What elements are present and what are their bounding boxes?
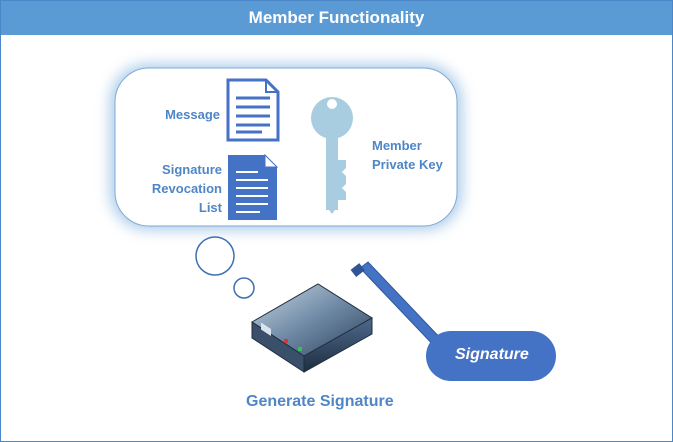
thought-bubble [114,67,458,227]
srl-label: Signature Revocation List [140,160,222,217]
thought-circle-large [195,236,235,276]
key-icon [311,97,353,214]
page-title: Member Functionality [1,1,672,35]
signature-blob [426,331,556,381]
device-icon [251,283,373,373]
srl-label-line: List [198,200,222,215]
private-key-label-line: Member [372,138,422,153]
message-label: Message [165,107,220,122]
srl-label-line: Revocation [151,181,222,196]
signature-label: Signature [455,346,529,363]
document-icon [226,78,280,142]
document-icon [228,153,279,220]
thought-circle-small [233,277,255,299]
generate-signature-caption: Generate Signature [246,393,394,410]
private-key-label-line: Private Key [372,157,443,172]
srl-label-line: Signature [162,162,222,177]
private-key-label: Member Private Key [372,136,462,174]
